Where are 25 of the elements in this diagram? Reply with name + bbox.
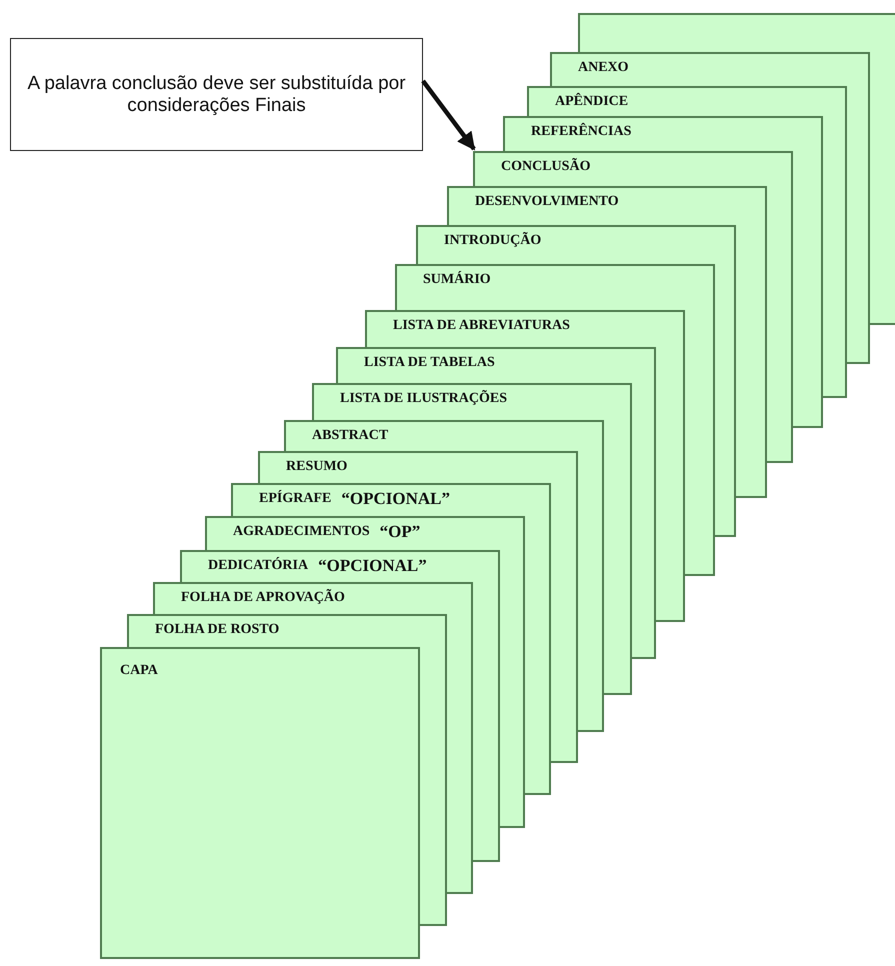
arrow — [421, 80, 476, 150]
section-title: DEDICATÓRIA — [208, 558, 308, 574]
section-title: DESENVOLVIMENTO — [475, 194, 619, 210]
section-title: CONCLUSÃO — [501, 159, 590, 175]
section-title: REFERÊNCIAS — [531, 124, 632, 140]
optional-note: “OPCIONAL” — [341, 491, 450, 507]
section-title: SUMÁRIO — [423, 272, 491, 288]
section-title: INTRODUÇÃO — [444, 233, 542, 249]
section-title: FOLHA DE ROSTO — [155, 622, 280, 638]
section-title: ABSTRACT — [312, 428, 388, 444]
section-title: ANEXO — [578, 60, 629, 76]
section-title: RESUMO — [286, 459, 348, 475]
section-title: FOLHA DE APROVAÇÃO — [181, 590, 345, 606]
section-title: APÊNDICE — [555, 94, 628, 110]
section-title: LISTA DE ILUSTRAÇÕES — [340, 391, 508, 407]
callout-box — [10, 38, 423, 151]
optional-note: “OPCIONAL” — [318, 558, 427, 574]
optional-note: “OP” — [380, 524, 420, 540]
section-title: EPÍGRAFE — [259, 491, 332, 507]
section-title: LISTA DE ABREVIATURAS — [393, 318, 570, 334]
page-sheet — [100, 647, 420, 959]
section-title: AGRADECIMENTOS — [233, 524, 370, 540]
section-title: CAPA — [120, 663, 158, 679]
section-title: LISTA DE TABELAS — [364, 355, 495, 371]
note-text: A palavra conclusão deve ser substituída por considerações Finais — [26, 72, 407, 116]
